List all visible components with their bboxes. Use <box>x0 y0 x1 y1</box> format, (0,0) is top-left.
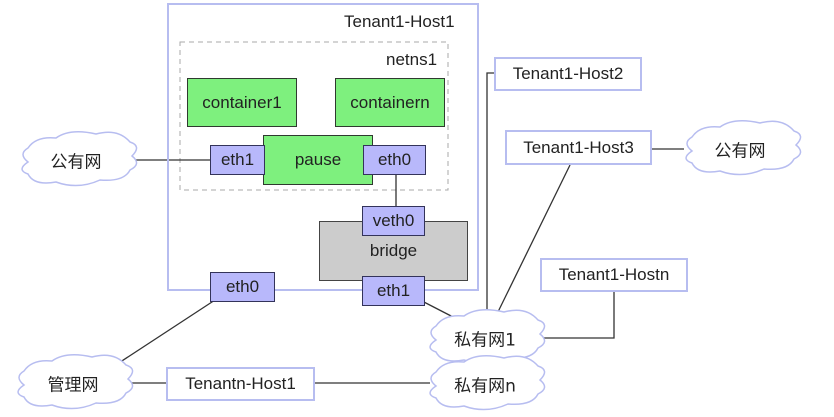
private-network-n-label: 私有网n <box>454 376 516 397</box>
link-hostn-private1 <box>537 292 615 339</box>
cloud-public-right <box>685 120 802 176</box>
link-host3-private1 <box>494 164 571 319</box>
link-eth0-management <box>104 299 216 373</box>
netns1-label: netns1 <box>386 50 438 69</box>
public-network-left-label: 公有网 <box>50 152 102 173</box>
tenant1-host1-box[interactable] <box>167 3 479 291</box>
tenant1-host1-title: Tenant1-Host1 <box>344 12 455 31</box>
pause-box[interactable]: pause <box>263 135 373 185</box>
containern-box[interactable]: containern <box>335 78 445 127</box>
pause-eth1-iface[interactable]: eth1 <box>210 145 265 175</box>
private-network-1-label: 私有网1 <box>454 330 516 351</box>
tenantn-host1-box[interactable]: Tenantn-Host1 <box>166 367 315 401</box>
container1-box[interactable]: container1 <box>187 78 297 127</box>
pause-eth0-iface[interactable]: eth0 <box>363 145 426 175</box>
cloud-public-left <box>21 131 138 187</box>
bridge-label: bridge <box>369 241 418 260</box>
tenant1-host3-box[interactable]: Tenant1-Host3 <box>505 130 652 165</box>
cloud-management <box>17 354 134 410</box>
bridge-eth1-iface[interactable]: eth1 <box>362 276 425 306</box>
host1-eth0-iface[interactable]: eth0 <box>210 272 275 302</box>
cloud-private1 <box>429 309 546 365</box>
public-network-right-label: 公有网 <box>714 141 766 162</box>
bridge-veth0-iface[interactable]: veth0 <box>362 206 425 236</box>
link-bridge-eth1-private1 <box>419 299 456 319</box>
tenant1-host2-box[interactable]: Tenant1-Host2 <box>494 57 642 91</box>
link-host2-private1 <box>486 72 496 318</box>
cloud-privaten <box>429 355 546 411</box>
netns-boundary <box>179 41 449 191</box>
tenant1-hostn-box[interactable]: Tenant1-Hostn <box>540 258 688 292</box>
management-network-label: 管理网 <box>47 375 99 396</box>
